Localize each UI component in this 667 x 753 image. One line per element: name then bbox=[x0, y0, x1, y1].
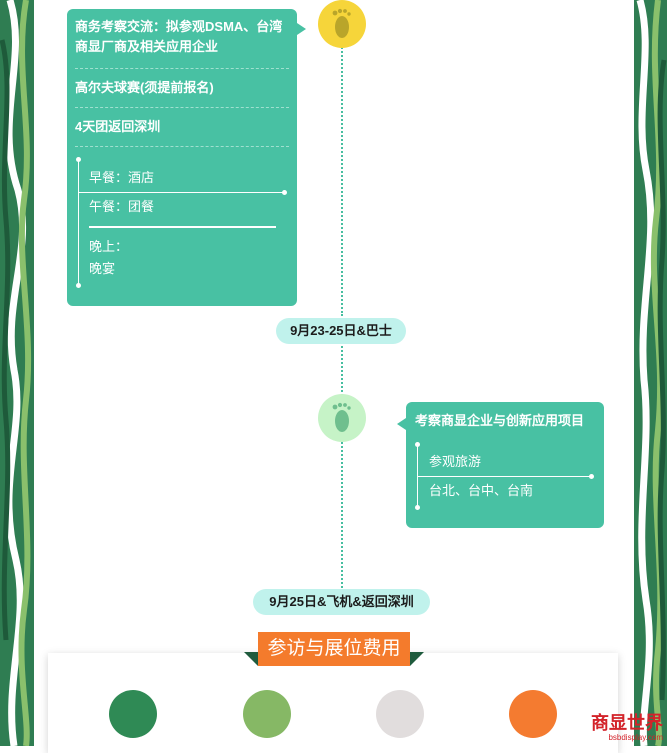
list-start-dot bbox=[415, 442, 420, 447]
date-pill-return: 9月25日&飞机&返回深圳 bbox=[253, 589, 430, 615]
fee-option-circle[interactable] bbox=[109, 690, 157, 738]
activity-text: 参观旅游 bbox=[429, 454, 482, 469]
day4-title: 考察商显企业与创新应用项目 bbox=[415, 413, 585, 428]
left-decorative-border bbox=[0, 0, 34, 746]
meals-list bbox=[78, 159, 79, 284]
banner-ribbon-right bbox=[410, 652, 424, 666]
divider bbox=[79, 192, 285, 193]
list-end-dot bbox=[415, 505, 420, 510]
divider bbox=[75, 107, 289, 108]
return-item: 4天团返回深圳 bbox=[75, 119, 161, 134]
fee-option-circle[interactable] bbox=[376, 690, 424, 738]
card-pointer bbox=[397, 418, 406, 430]
fees-title-banner: 参访与展位费用 bbox=[258, 632, 410, 666]
evening-label: 晚上： bbox=[89, 239, 129, 254]
divider bbox=[89, 226, 276, 228]
divider bbox=[418, 476, 592, 477]
business-visit-label: 商务考察交流： bbox=[75, 19, 167, 34]
banner-ribbon-left bbox=[244, 652, 258, 666]
meals-end-dot bbox=[76, 283, 81, 288]
footprint-icon bbox=[318, 394, 366, 442]
footprint-icon bbox=[318, 0, 366, 48]
activity-list bbox=[417, 444, 418, 506]
golf-item: 高尔夫球赛(须提前报名) bbox=[75, 80, 214, 95]
business-visit-item: 商务考察交流：拟参观DSMA、台湾商显厂商及相关应用企业 bbox=[75, 17, 289, 57]
breakfast-text: 早餐：酒店 bbox=[89, 170, 155, 185]
fee-option-circle[interactable] bbox=[243, 690, 291, 738]
evening-value: 晚宴 bbox=[89, 261, 116, 276]
timeline-line-segment bbox=[341, 442, 343, 588]
divider bbox=[75, 146, 289, 147]
date-pill-day3: 9月23-25日&巴士 bbox=[276, 318, 406, 344]
itinerary-card-day4: 考察商显企业与创新应用项目 参观旅游 台北、台中、台南 bbox=[406, 402, 604, 528]
watermark-url: bsbdisplay.com bbox=[608, 733, 663, 742]
fee-option-circle[interactable] bbox=[509, 690, 557, 738]
cities-text: 台北、台中、台南 bbox=[429, 483, 534, 498]
watermark: 商显世界 bsbdisplay.com bbox=[591, 713, 663, 742]
divider-dot bbox=[282, 190, 287, 195]
itinerary-card-day3: 商务考察交流：拟参观DSMA、台湾商显厂商及相关应用企业 高尔夫球赛(须提前报名… bbox=[67, 9, 297, 306]
lunch-text: 午餐：团餐 bbox=[89, 199, 155, 214]
timeline-line-segment bbox=[341, 346, 343, 396]
right-decorative-border bbox=[634, 0, 667, 746]
divider bbox=[75, 68, 289, 69]
timeline-line-segment bbox=[341, 44, 343, 316]
watermark-logo: 商显世界 bbox=[591, 713, 663, 733]
meals-start-dot bbox=[76, 157, 81, 162]
itinerary-content: 商务考察交流：拟参观DSMA、台湾商显厂商及相关应用企业 高尔夫球赛(须提前报名… bbox=[34, 0, 634, 753]
card-pointer bbox=[297, 23, 306, 35]
business-visit-text: 拟参观DSMA、台湾商显厂商及相关应用企业 bbox=[75, 19, 283, 54]
divider-dot bbox=[589, 474, 594, 479]
